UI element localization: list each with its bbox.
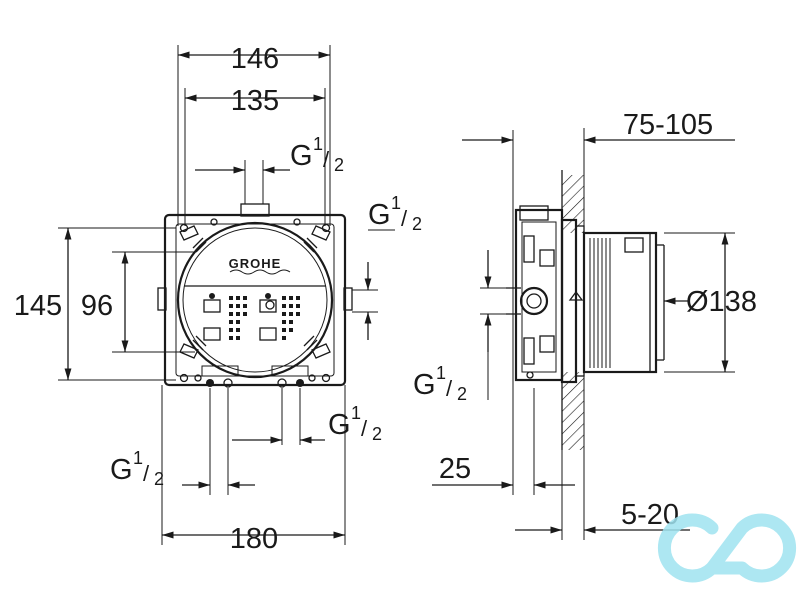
front-housing-outline: [163, 213, 347, 387]
dim-135: 135: [231, 85, 279, 117]
side-inlet-outer: [519, 286, 549, 316]
thread-label-right: G 1 / 2: [368, 193, 422, 234]
front-view: GROHE: [157, 203, 353, 388]
svg-text:/: /: [446, 376, 453, 401]
svg-text:1: 1: [391, 193, 401, 213]
top-inlet-stub: [240, 203, 270, 217]
thread-label-bottom-left: G 1 / 2: [110, 448, 164, 489]
dim-offset: 25: [439, 453, 471, 485]
corner-brackets: [179, 225, 331, 359]
right-side-stub: [343, 287, 353, 311]
side-top-stub: [519, 205, 549, 221]
side-view: [506, 170, 665, 450]
dim-145: 145: [14, 290, 62, 322]
side-extension-lines: [480, 128, 735, 540]
dim-96: 96: [81, 290, 113, 322]
brand-wave-mark: [229, 269, 291, 275]
front-disc-inner: [182, 227, 328, 373]
brand-logo: GROHE: [229, 256, 282, 271]
side-ribs: [589, 238, 611, 368]
svg-text:2: 2: [154, 469, 164, 489]
svg-text:1: 1: [351, 403, 361, 423]
bottom-inlets: [201, 365, 309, 388]
svg-text:/: /: [143, 461, 150, 486]
svg-text:/: /: [361, 416, 368, 441]
thread-label-bottom-right: G 1 / 2: [328, 403, 382, 444]
svg-text:G: G: [110, 454, 133, 486]
svg-text:G: G: [290, 140, 313, 172]
dim-146: 146: [231, 43, 279, 75]
front-dimension-lines: [64, 51, 395, 539]
thread-label-side: G 1 / 2: [413, 363, 467, 404]
svg-text:G: G: [413, 369, 436, 401]
svg-text:2: 2: [372, 424, 382, 444]
dim-diameter: Ø138: [686, 286, 757, 318]
svg-text:G: G: [368, 199, 391, 231]
side-cover: [582, 231, 658, 374]
front-disc: [176, 221, 334, 379]
outlet-symbols: [203, 293, 300, 341]
watermark-logo: [657, 513, 797, 583]
dim-depth: 75-105: [623, 109, 713, 141]
dim-180: 180: [230, 523, 278, 555]
svg-text:2: 2: [457, 384, 467, 404]
screw-holes: [179, 218, 331, 383]
warning-triangle-icon: [568, 290, 584, 301]
svg-text:/: /: [323, 147, 330, 172]
svg-text:1: 1: [133, 448, 143, 468]
side-flange: [560, 218, 578, 384]
wall-hatch-bottom: [562, 372, 584, 450]
svg-text:1: 1: [313, 134, 323, 154]
thread-label-top: G 1 / 2: [290, 134, 344, 175]
svg-text:G: G: [328, 409, 351, 441]
side-inlet-inner: [526, 293, 542, 309]
svg-text:2: 2: [334, 155, 344, 175]
left-side-stub: [157, 287, 167, 311]
svg-text:2: 2: [412, 214, 422, 234]
svg-text:1: 1: [436, 363, 446, 383]
wall-hatch-top: [562, 175, 584, 233]
svg-text:/: /: [401, 206, 408, 231]
